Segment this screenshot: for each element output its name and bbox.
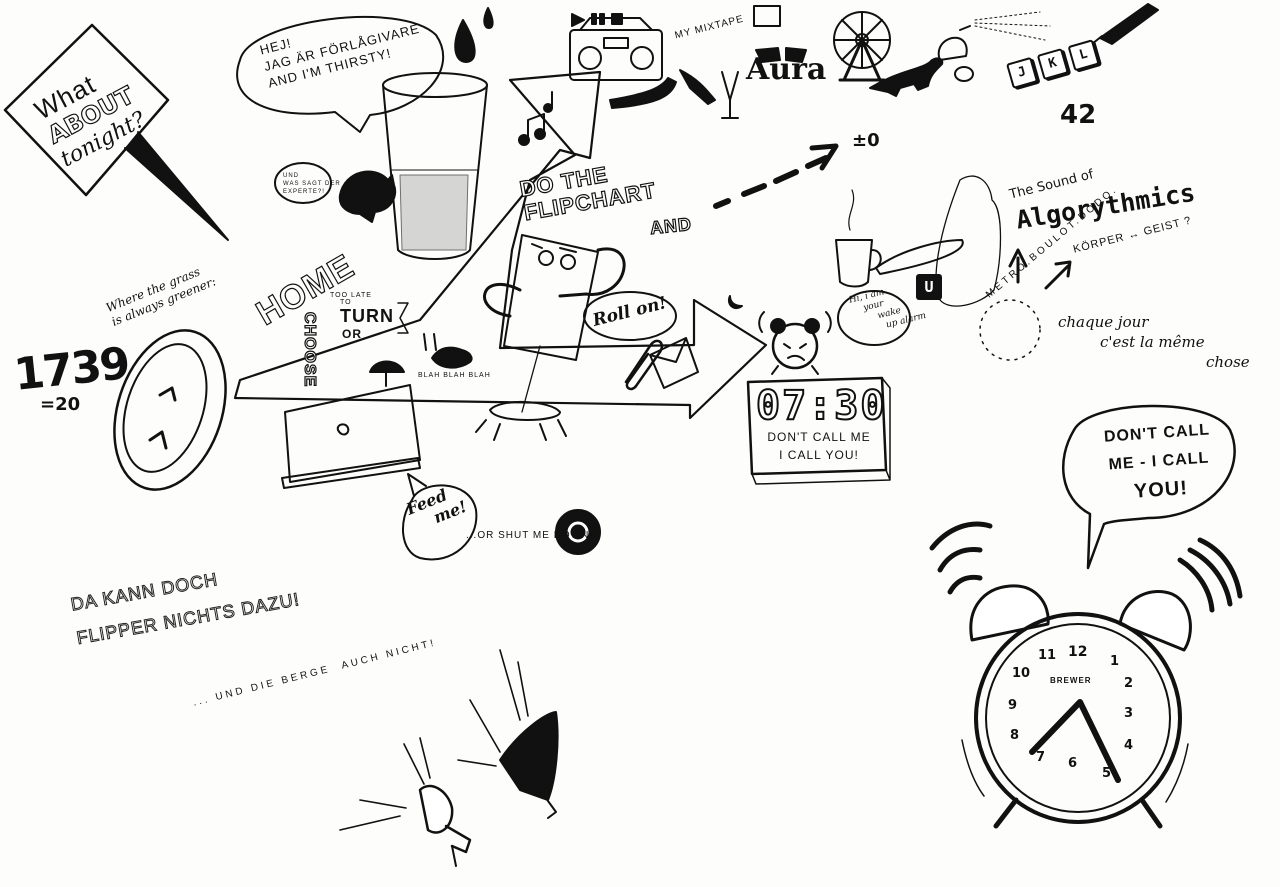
laptop [281, 384, 421, 489]
bubble-thirsty-shape [236, 15, 445, 133]
blah-label: BLAH BLAH BLAH [418, 372, 491, 379]
lips [431, 346, 473, 369]
dial-11: 11 [1038, 648, 1057, 663]
dial-12: 12 [1068, 644, 1088, 660]
moon-icon [728, 295, 743, 310]
choose-label: CHOOSE [300, 311, 318, 388]
hourglass-icon [397, 302, 409, 334]
year-sub: =20 [40, 394, 81, 415]
small-bubble-line-2: WAS SAGT DER [283, 181, 341, 187]
music-notes [518, 91, 553, 146]
dial-4: 4 [1124, 738, 1134, 753]
clock-line-2: I CALL YOU! [779, 448, 859, 462]
umbrella [369, 360, 405, 387]
turn-or: OR [342, 327, 362, 341]
alarm-brand: BREWER [1050, 676, 1092, 685]
chaque-line-2: c'est la même [1100, 333, 1205, 351]
chaque-line-3: chose [1206, 353, 1250, 371]
dial-3: 3 [1124, 706, 1134, 721]
turn-big: TURN [340, 306, 394, 326]
dial-6: 6 [1068, 756, 1078, 771]
shut-down-label: ...OR SHUT ME DOWN! [466, 530, 594, 541]
exclamation-marks [423, 333, 437, 351]
year-main: 1739 [11, 338, 131, 401]
boombox [569, 13, 663, 81]
aura-label: Aura [746, 52, 827, 87]
dinosaur [869, 57, 944, 97]
dashed-arrow [713, 143, 839, 209]
clock-line-1: DON'T CALL ME [767, 430, 871, 444]
headphone-cable [483, 247, 626, 318]
chaque-text: chaque jour c'est la même chose [1058, 312, 1250, 372]
u-key: U [916, 274, 942, 300]
dial-10: 10 [1012, 666, 1031, 681]
coffee-mug [835, 189, 882, 288]
dial-2: 2 [1124, 676, 1134, 691]
digital-clock [746, 376, 891, 485]
dial-1: 1 [1110, 654, 1120, 669]
small-bubble-line-1: UND [283, 173, 299, 179]
pen [1091, 3, 1159, 45]
metro-circle [979, 299, 1041, 361]
power-button [555, 509, 601, 555]
sunglasses [755, 47, 807, 63]
small-bowl [954, 66, 974, 82]
paperclip [624, 339, 664, 391]
dial-9: 9 [1008, 698, 1018, 713]
roll-on-bubble [583, 291, 677, 341]
bubble-small-shape [274, 162, 332, 204]
champagne-glass [721, 71, 739, 119]
megaphones [339, 649, 559, 867]
up-arrows [1008, 248, 1072, 290]
turn-small-2: TO [340, 299, 352, 306]
big-bubble-text: DON'T CALL ME - I CALL YOU! [1091, 416, 1227, 509]
digital-clock-text: 07:30 DON'T CALL ME I CALL YOU! [755, 383, 887, 464]
envelope [649, 337, 699, 389]
turn-small-1: TOO LATE [330, 292, 372, 299]
high-heels [609, 69, 716, 109]
big-alarm-clock [929, 521, 1243, 829]
big-speech-bubble-shape [1062, 404, 1236, 570]
cassette [753, 5, 781, 27]
baguette [875, 239, 964, 275]
sign-board [3, 23, 229, 241]
wake-bubble-shape [837, 290, 911, 346]
mouse-silhouette [338, 170, 397, 223]
zigzag-arrow [233, 70, 768, 420]
water-glass [382, 72, 488, 260]
feed-me-bubble-shape [401, 473, 478, 561]
delta-label: ±0 [852, 130, 880, 151]
plastic-bag [935, 175, 1002, 307]
and-label: AND [648, 213, 693, 239]
ink-drops [454, 7, 494, 63]
flipchart-board [475, 234, 599, 441]
turn-block: TOO LATE TO TURN OR [330, 292, 394, 341]
clock-time: 07:30 [755, 383, 887, 429]
dial-7: 7 [1036, 750, 1046, 765]
year-block: 1739 =20 [12, 338, 131, 415]
bubble-small-text: UND WAS SAGT DER EXPERTE?! [283, 172, 341, 196]
dial-5: 5 [1102, 766, 1112, 781]
small-bubble-line-3: EXPERTE?! [283, 189, 325, 195]
ferris-wheel [833, 11, 891, 82]
number-42: 42 [1060, 100, 1097, 130]
round-box [113, 329, 227, 491]
perfume-bottle [937, 11, 1051, 61]
dial-8: 8 [1010, 728, 1020, 743]
small-alarm-clock [758, 311, 832, 375]
chaque-line-1: chaque jour [1058, 313, 1149, 331]
